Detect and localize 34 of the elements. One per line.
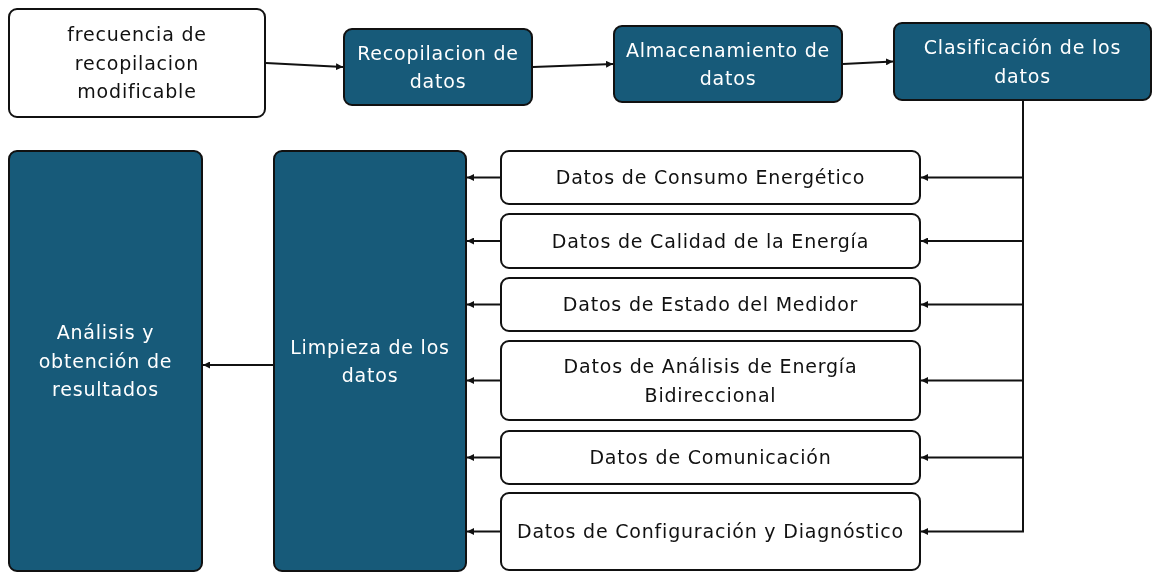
box-label: Limpieza de los datos <box>289 334 451 388</box>
box-label: Datos de Análisis de Energía Bidireccional <box>562 354 859 408</box>
box-label: Datos de Configuración y Diagnóstico <box>517 519 904 545</box>
process-box <box>500 277 921 332</box>
arrow <box>466 377 501 384</box>
process-box <box>613 25 843 103</box>
process-box <box>500 213 921 269</box>
box-label: Datos de Calidad de la Energía <box>551 228 870 254</box>
box-label: Almacenamiento de datos <box>624 37 832 91</box>
box-label: Análisis y obtención de resultados <box>37 320 174 403</box>
arrow <box>466 528 501 535</box>
arrow <box>466 454 501 461</box>
box-label: Clasificación de los datos <box>922 35 1123 89</box>
arrow <box>202 361 274 369</box>
process-box <box>343 28 533 106</box>
arrow <box>842 58 894 66</box>
process-box <box>8 150 203 572</box>
arrow <box>265 62 344 71</box>
process-box <box>500 430 921 485</box>
process-box <box>500 150 921 205</box>
process-box <box>8 8 266 118</box>
arrow <box>466 174 501 181</box>
process-box <box>500 340 921 421</box>
process-box <box>500 492 921 571</box>
box-label: Datos de Estado del Medidor <box>562 292 859 318</box>
arrow <box>466 237 501 245</box>
box-label: Datos de Comunicación <box>589 445 832 471</box>
process-box <box>273 150 467 572</box>
arrow <box>466 301 501 308</box>
process-box <box>893 22 1152 101</box>
box-label: Datos de Consumo Energético <box>555 165 866 191</box>
box-label: Recopilacion de datos <box>356 40 520 94</box>
arrow <box>532 60 614 68</box>
box-label: frecuencia de recopilacion modificable <box>66 22 208 105</box>
